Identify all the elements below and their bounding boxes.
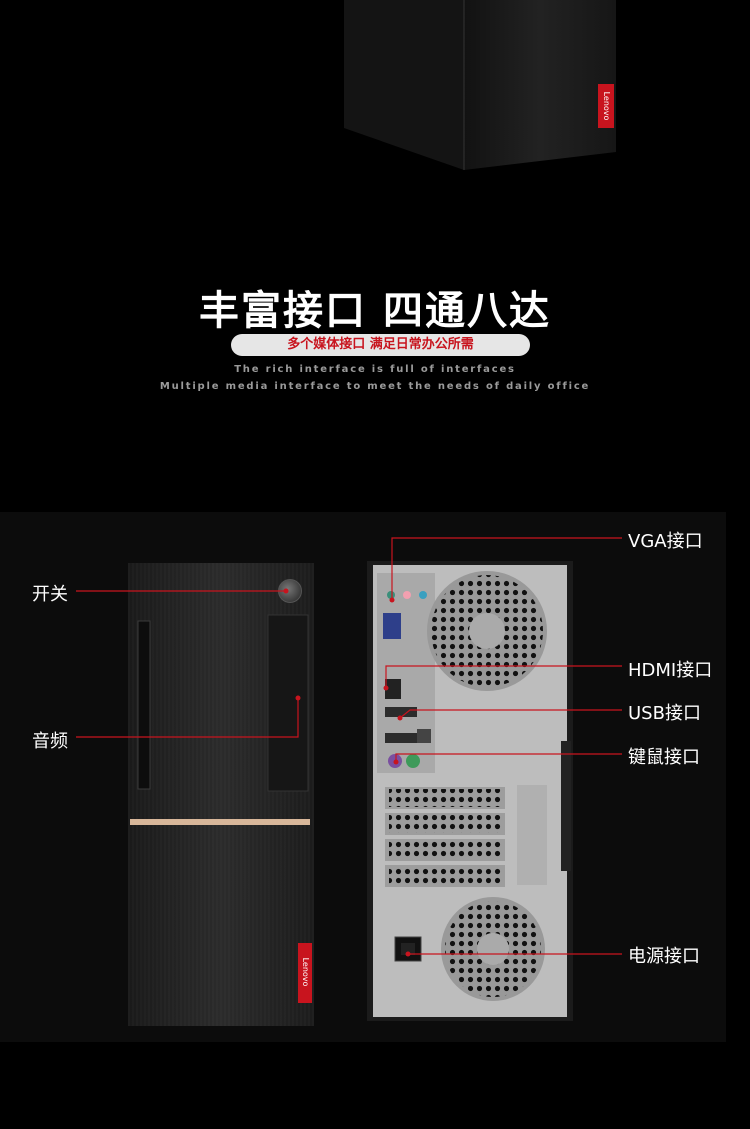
power-button-icon[interactable] [278,579,302,603]
top-brand-label: Lenovo [602,91,611,121]
callout-ps2: 键鼠接口 [628,747,700,768]
callout-vga: VGA接口 [628,531,703,552]
english-line-2: Multiple media interface to meet the nee… [159,381,591,392]
callout-power-switch: 开关 [32,584,68,605]
callout-usb: USB接口 [628,703,701,724]
product-panel [0,512,726,1042]
callout-power-supply: 电源接口 [628,946,700,967]
subtitle-pill: 多个媒体接口 满足日常办公所需 [231,334,530,356]
english-line-1: The rich interface is full of interfaces [234,364,516,375]
headline: 丰富接口 四通八达 [199,288,551,334]
front-brand-label: Lenovo [301,957,310,987]
rear-tower-image [367,561,573,1021]
front-tower-image: Lenovo [128,563,314,1026]
callout-audio: 音频 [32,731,68,752]
callout-hdmi: HDMI接口 [628,660,713,681]
top-tower-image: Lenovo [340,0,616,170]
